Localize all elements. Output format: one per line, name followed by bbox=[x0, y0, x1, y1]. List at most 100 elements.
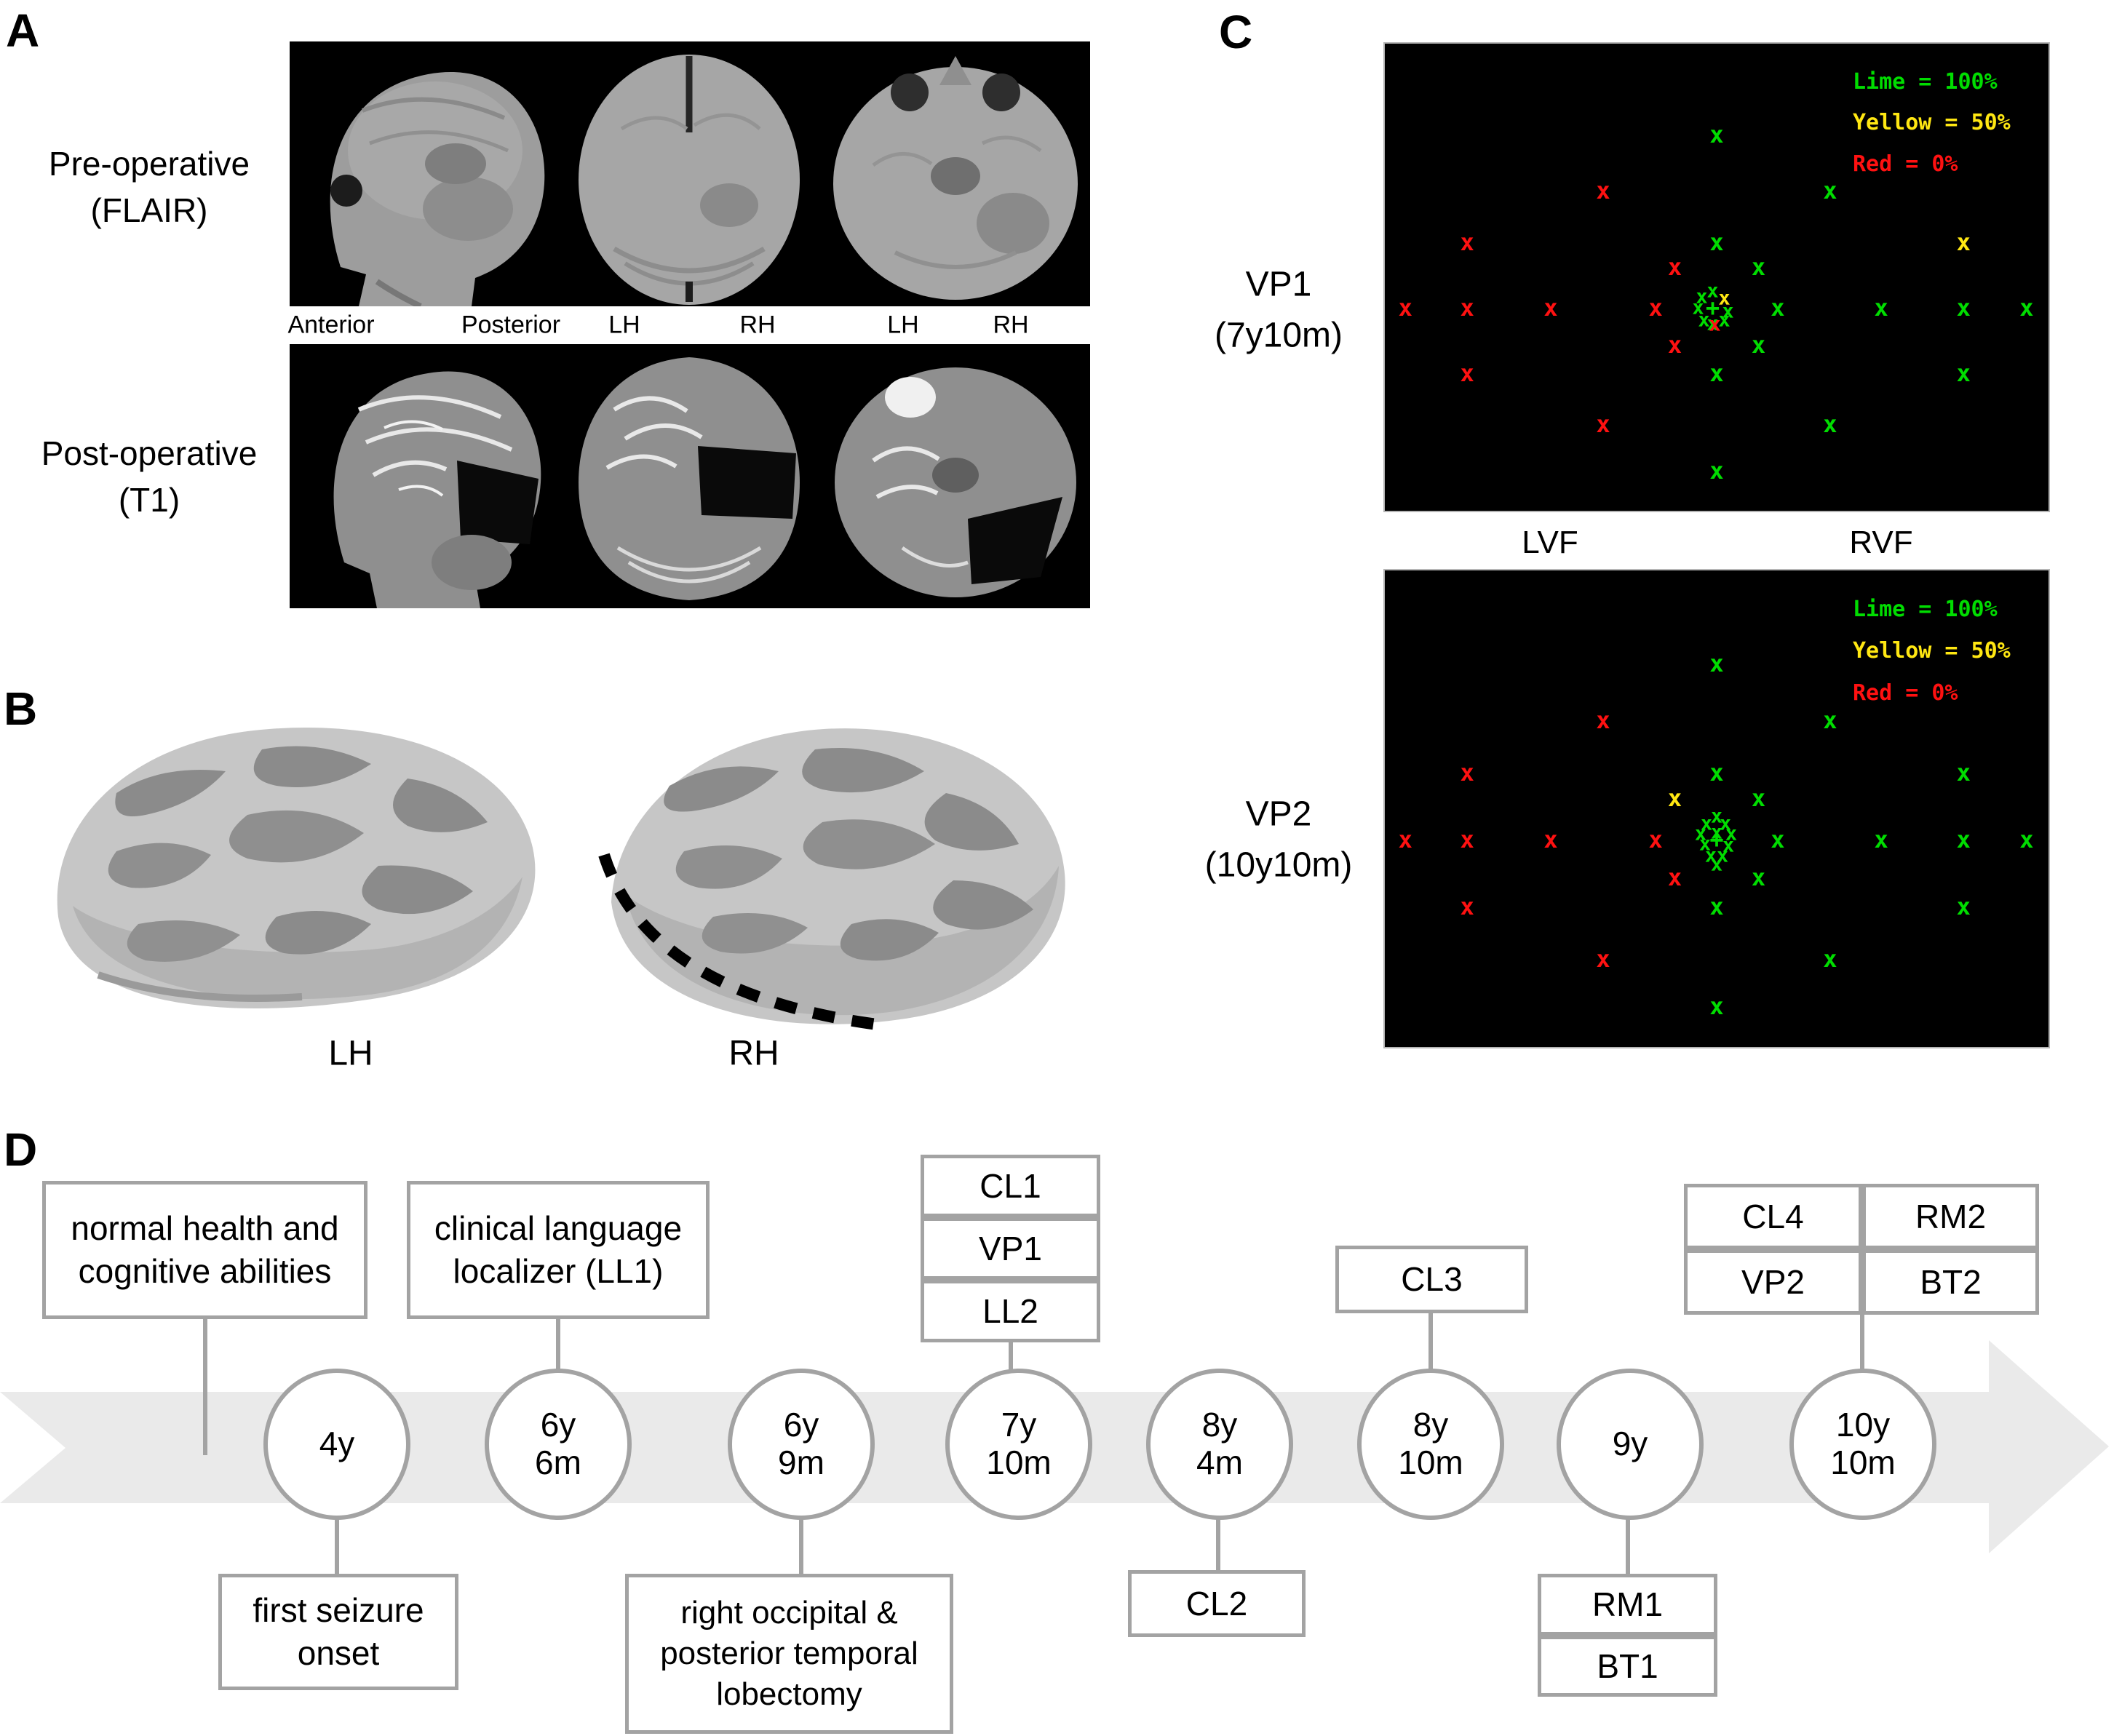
mri-preop-axial bbox=[833, 56, 1078, 300]
timeline-box-text-line: BT1 bbox=[1597, 1647, 1658, 1685]
vf-point: x bbox=[1823, 410, 1837, 439]
vf-fixation-cluster-point: x bbox=[1698, 308, 1710, 332]
vf-point: x bbox=[1709, 892, 1724, 920]
mri-postop-images bbox=[333, 357, 1076, 608]
preop-label-line1: Pre-operative bbox=[48, 145, 250, 183]
vf-point: x bbox=[1751, 864, 1766, 892]
timeline-connector-1 bbox=[556, 1319, 560, 1374]
vf-legend-vp2-1: Yellow = 50% bbox=[1852, 638, 2011, 664]
panel-a-letter: A bbox=[6, 4, 40, 57]
vf-point: x bbox=[1667, 252, 1682, 281]
timeline-box-vp2: VP2 bbox=[1684, 1249, 1862, 1315]
vf-point: x bbox=[1460, 759, 1474, 787]
vf-fixation-cluster-point: x bbox=[1719, 812, 1732, 835]
vf-point: x bbox=[1460, 826, 1474, 854]
age-circle-text-line: 4y bbox=[319, 1425, 355, 1463]
vf-point: x bbox=[1874, 293, 1888, 322]
vf-fixation-cluster-point: x bbox=[1718, 287, 1730, 310]
mri-postop-strip bbox=[290, 344, 1090, 608]
vf-point: x bbox=[1398, 826, 1412, 854]
vf-point: x bbox=[1874, 826, 1888, 854]
timeline-box-text-line: RM1 bbox=[1592, 1585, 1664, 1624]
age-circle-text-line: 8y bbox=[1201, 1406, 1238, 1444]
vf-point: x bbox=[1596, 706, 1610, 735]
timeline-connector-0 bbox=[203, 1319, 207, 1455]
timeline-connector-3 bbox=[1428, 1313, 1433, 1374]
vf-point: x bbox=[1709, 457, 1724, 485]
mri-axis-label-0: Anterior bbox=[287, 311, 375, 339]
lvf-label: LVF bbox=[1522, 525, 1578, 560]
vf-title-vp2-line0: VP2 bbox=[1245, 795, 1312, 834]
brain-lh-label: LH bbox=[328, 1034, 373, 1073]
vf-point: x bbox=[1648, 826, 1663, 854]
timeline-box-text-line: onset bbox=[297, 1634, 380, 1672]
timeline-box-cl1: CL1 bbox=[921, 1155, 1100, 1217]
vf-point: x bbox=[1823, 706, 1837, 735]
timeline-box-text-line: CL1 bbox=[979, 1166, 1041, 1205]
vf-legend-vp1-1: Yellow = 50% bbox=[1852, 110, 2011, 136]
timeline-box-text-line: CL4 bbox=[1742, 1197, 1804, 1235]
timeline-box-clinical-ll1: clinical language localizer (LL1) bbox=[407, 1181, 710, 1319]
timeline-box-text-line: clinical language bbox=[434, 1209, 683, 1248]
mri-axis-label-2: LH bbox=[608, 311, 640, 339]
timeline-box-bt1: BT1 bbox=[1538, 1636, 1717, 1697]
panel-b-letter: B bbox=[4, 682, 38, 735]
vf-fixation-cluster-point: x bbox=[1710, 853, 1723, 876]
timeline-box-text-line: VP2 bbox=[1741, 1262, 1805, 1301]
timeline-box-text-line: CL3 bbox=[1401, 1260, 1463, 1299]
vf-legend-vp1-0: Lime = 100% bbox=[1852, 68, 1998, 95]
mri-preop-sagittal bbox=[330, 72, 545, 306]
vf-point: x bbox=[1956, 759, 1971, 787]
brain-surfaces bbox=[57, 727, 1065, 1030]
vf-point: x bbox=[1709, 759, 1724, 787]
vf-point: x bbox=[1771, 826, 1785, 854]
mri-axis-label-5: RH bbox=[993, 311, 1029, 339]
brain-lh bbox=[57, 727, 536, 1009]
vf-fixation-cluster-point: x bbox=[1692, 296, 1704, 319]
timeline-box-rm2: RM2 bbox=[1862, 1184, 2039, 1249]
age-circle-text-line: 8y bbox=[1412, 1406, 1449, 1444]
vf-point: x bbox=[1771, 293, 1785, 322]
vf-fixation-cluster-point: x bbox=[1706, 312, 1719, 335]
vf-point: x bbox=[1823, 177, 1837, 205]
timeline-box-text-line: right occipital & bbox=[680, 1594, 898, 1631]
vf-point: x bbox=[2019, 826, 2034, 854]
timeline-box-text-line: RM2 bbox=[1915, 1197, 1987, 1235]
vf-point: x bbox=[1460, 228, 1474, 256]
age-circle-text-line: 10m bbox=[986, 1444, 1052, 1481]
vf-point: x bbox=[1460, 359, 1474, 387]
vf-fixation-cluster-point: x bbox=[1718, 308, 1730, 332]
vf-point: x bbox=[1709, 992, 1724, 1021]
timeline-box-text-line: posterior temporal bbox=[660, 1635, 918, 1671]
brain-rh-label: RH bbox=[728, 1034, 779, 1073]
vf-fixation-cluster-point: x bbox=[1700, 812, 1713, 835]
timeline-box-bt2: BT2 bbox=[1862, 1249, 2039, 1315]
vf-point: x bbox=[1709, 121, 1724, 149]
timeline-box-text-line: localizer (LL1) bbox=[453, 1252, 664, 1290]
vf-point: x bbox=[1751, 331, 1766, 359]
vf-point: x bbox=[1460, 293, 1474, 322]
timeline-connector-4 bbox=[1860, 1315, 1864, 1374]
brain-rh bbox=[598, 728, 1065, 1030]
timeline-box-cl4: CL4 bbox=[1684, 1184, 1862, 1249]
vf-fixation-cluster-point: x bbox=[1710, 821, 1723, 844]
mri-preop-images bbox=[330, 55, 1078, 306]
age-circle-text-line: 10m bbox=[1830, 1444, 1896, 1481]
vf-title-vp1-line1: (7y10m) bbox=[1214, 316, 1343, 355]
vf-point: x bbox=[1709, 359, 1724, 387]
vf-fixation-plus: + bbox=[1705, 293, 1720, 322]
timeline-box-rm1: RM1 bbox=[1538, 1574, 1717, 1636]
vf-point: x bbox=[1956, 359, 1971, 387]
age-circle-text-line: 4m bbox=[1196, 1444, 1243, 1481]
mri-axis-label-1: Posterior bbox=[461, 311, 561, 339]
timeline-age-circle-9y: 9y bbox=[1557, 1369, 1704, 1520]
